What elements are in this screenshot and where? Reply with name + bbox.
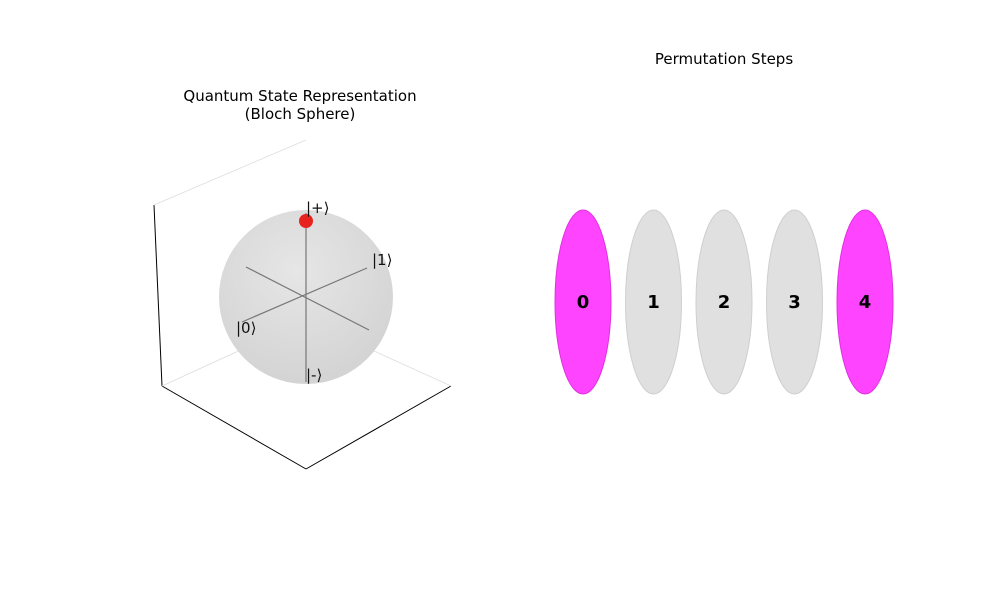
permutation-step-4	[836, 209, 894, 395]
permutation-step-3	[766, 209, 823, 395]
bloch-title-line: Quantum State Representation	[183, 87, 417, 105]
permutation-step-label: 2	[718, 292, 731, 313]
bloch-subtitle-line: (Bloch Sphere)	[244, 105, 356, 123]
ket-zero-label: |0⟩	[236, 319, 256, 337]
permutation-step-2	[695, 209, 753, 395]
permutation-step-label: 4	[859, 292, 872, 313]
bloch-sphere-axes	[241, 213, 370, 382]
permutation-step-label: 0	[577, 292, 590, 313]
permutation-step-label: 3	[788, 292, 801, 313]
ket-plus-label: |+⟩	[306, 199, 329, 217]
axis-line-diagonal-b	[241, 267, 368, 323]
bloch-axes-frame	[153, 204, 452, 470]
axis-frame-bottom-left	[161, 385, 307, 470]
permutation-step-1	[625, 209, 682, 395]
permutation-step-label: 1	[647, 292, 660, 313]
permutation-panel-title: Permutation Steps	[654, 50, 794, 68]
axis-frame-bottom-right	[305, 385, 452, 470]
bloch-panel-title: Quantum State Representation (Bloch Sphe…	[150, 87, 450, 123]
permutation-step-0	[554, 209, 612, 395]
pane-edge-top	[153, 139, 307, 206]
axis-frame-vertical	[153, 204, 163, 387]
permutation-steps: 0 1 2 3 4	[554, 209, 894, 395]
ket-one-label: |1⟩	[372, 251, 392, 269]
ket-minus-label: |-⟩	[306, 366, 322, 384]
axis-line-diagonal-a	[245, 266, 370, 331]
state-marker	[299, 214, 313, 228]
